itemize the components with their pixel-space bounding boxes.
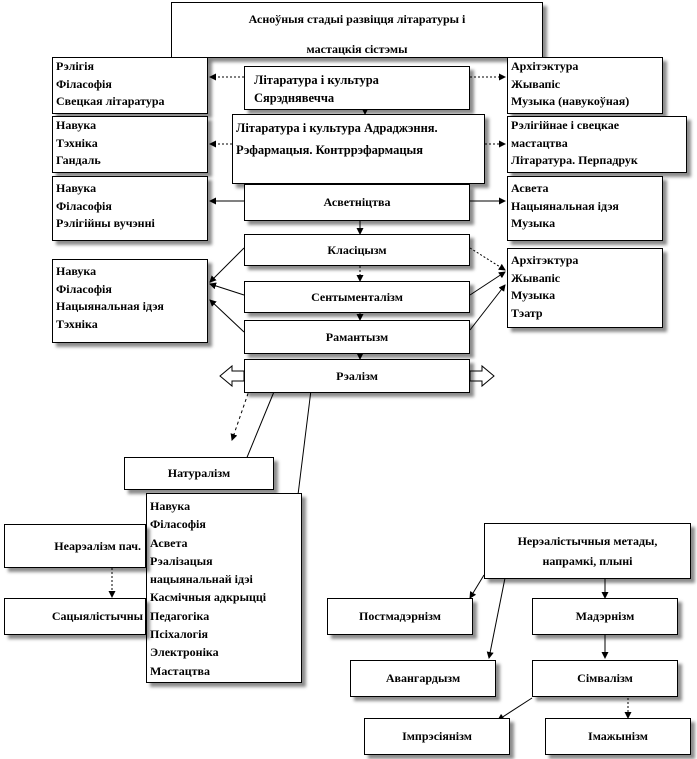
nonrealist-line-2: напрамкі, плыні [542, 554, 633, 568]
list-item: Музыка [511, 216, 556, 230]
list-item: Навука [56, 118, 97, 132]
right-box-renaissance: Рэлігійнае і свецкае мастацтва Літаратур… [507, 116, 687, 173]
list-item: Псіхалогія [150, 627, 208, 642]
arrow-m6-left [209, 299, 245, 333]
list-item: Архітэктура [511, 253, 579, 267]
list-item: Рэлігія [56, 59, 94, 73]
left-box-enlightenment: Навука Філасофія Рэлігійны вучэнні [52, 176, 208, 241]
box-line: Рэфармацыя. Контррэфармацыя [236, 143, 424, 157]
list-item: Рэалізацыя [150, 553, 213, 568]
list-item: Філасофія [56, 198, 112, 213]
list-item: мастацтва [511, 135, 568, 150]
arrow-m5-right [469, 271, 506, 296]
modernism-box: Мадэрнізм [532, 598, 678, 635]
list-item: Педагогіка [150, 608, 210, 623]
list-item: Тэхніка [56, 135, 98, 150]
list-item: Рэлігійны вучэнні [56, 216, 155, 230]
arrow-m6-right [469, 284, 506, 331]
title-line-2: мастацкія сістэмы [306, 42, 408, 56]
socialist-box: Сацыялістычны [4, 598, 146, 635]
list-item: нацыянальнай ідэі [150, 572, 253, 587]
list-item: Касмічныя адкрыцці [150, 590, 267, 605]
list-item: Жывапіс [511, 76, 561, 91]
arrow-m4-right [469, 247, 506, 271]
hollow-arrow-left [219, 364, 245, 388]
symbolism-box: Сімвалізм [532, 660, 678, 697]
left-box-renaissance: Навука Тэхніка Гандаль [52, 116, 208, 173]
center-box-romanticism: Рамантызм [244, 320, 470, 354]
list-item: Навука [56, 181, 97, 195]
list-item: Жывапіс [511, 270, 561, 285]
list-item: Навука [150, 499, 191, 513]
neorealism-label: Неарэалізм пач. [54, 538, 141, 553]
arrow-m4-left [209, 247, 245, 283]
arrow-nonreal-avantgarde [486, 577, 506, 659]
list-item: Філасофія [56, 281, 112, 296]
imagism-box: Імажынізм [545, 718, 691, 755]
list-item: Архітэктура [511, 59, 579, 73]
diagram-title: Асноўныя стадыі развіцця літаратуры і ма… [171, 2, 543, 58]
impressionism-box: Імпрэсіянізм [364, 718, 510, 755]
nonrealist-box: Нерэалістычныя метады, напрамкі, плыні [484, 523, 691, 579]
list-item: Асвета [511, 181, 549, 195]
list-item: Філасофія [150, 517, 206, 532]
box-line: Літаратура і культура Адраджэння. [236, 121, 438, 135]
list-item: Музыка [511, 288, 556, 302]
hollow-arrow-right [469, 364, 495, 388]
list-item: Літаратура. Перпадрук [511, 153, 638, 167]
list-item: Музыка (навукоўная) [511, 94, 630, 108]
right-box-classicism: Архітэктура Жывапіс Музыка Тэатр [507, 248, 663, 328]
box-line: Літаратура і культура [254, 73, 379, 87]
center-box-enlightenment: Асветніцтва [244, 184, 470, 221]
arrow-nonreal-postmodern [469, 574, 485, 599]
list-item: Асвета [150, 535, 188, 550]
center-box-realism: Рэалізм [244, 359, 470, 393]
list-item: Свецкая літаратура [56, 94, 165, 108]
list-item: Рэлігійнае і свецкае [511, 118, 620, 132]
nonrealist-line-1: Нерэалістычныя метады, [517, 534, 658, 548]
arrow-m5-left [209, 282, 245, 296]
list-item: Гандаль [56, 153, 101, 167]
neorealism-box: Неарэалізм пач. [4, 524, 146, 568]
list-item: Нацыянальная ідэя [56, 299, 164, 313]
left-box-medieval: Рэлігія Філасофія Свецкая літаратура [52, 57, 208, 114]
naturalism-box: Натуралізм [124, 457, 274, 490]
list-item: Навука [56, 264, 97, 278]
list-item: Мастацтва [150, 663, 210, 678]
list-item: Тэхніка [56, 316, 98, 331]
center-box-renaissance: Літаратура і культура Адраджэння. Рэфарм… [232, 114, 485, 184]
list-item: Электроніка [150, 645, 219, 660]
avantgarde-box: Авангардызм [350, 660, 496, 697]
realism-fields-list: Навука Філасофія Асвета Рэалізацыя нацыя… [146, 493, 302, 683]
list-item: Нацыянальная ідэя [511, 198, 619, 213]
list-item: Філасофія [56, 76, 112, 91]
arrow-symbolism-impressionism [497, 697, 533, 721]
left-box-classicism: Навука Філасофія Нацыянальная ідэя Тэхні… [52, 259, 208, 343]
arrow-realism-dash1 [230, 381, 253, 441]
title-line-1: Асноўныя стадыі развіцця літаратуры і [248, 12, 466, 26]
center-box-medieval: Літаратура і культура Сярэднявечча [244, 66, 470, 110]
box-line: Сярэднявечча [254, 90, 335, 105]
center-box-classicism: Класіцызм [244, 234, 470, 266]
center-box-sentimentalism: Сентыменталізм [244, 281, 470, 313]
right-box-medieval: Архітэктура Жывапіс Музыка (навукоўная) [507, 57, 663, 114]
socialist-label: Сацыялістычны [51, 609, 143, 623]
right-box-enlightenment: Асвета Нацыянальная ідэя Музыка [507, 176, 663, 241]
list-item: Тэатр [511, 305, 543, 320]
postmodernism-box: Постмадэрнізм [327, 598, 473, 635]
